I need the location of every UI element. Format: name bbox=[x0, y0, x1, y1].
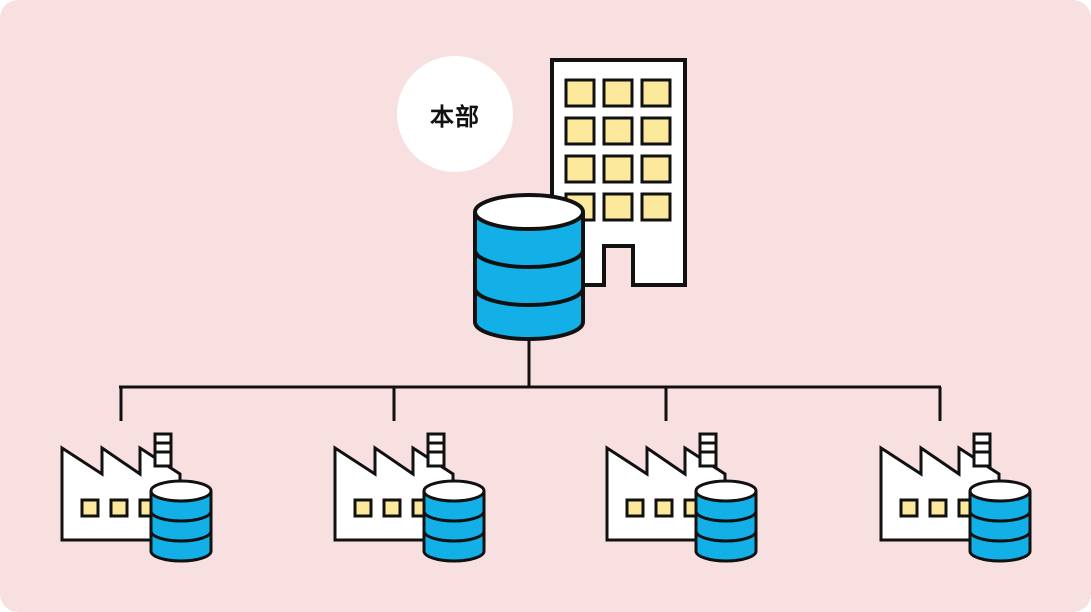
factory-database-icon-2 bbox=[333, 432, 486, 563]
hq-building bbox=[550, 58, 687, 287]
factory-database-icon-1 bbox=[60, 432, 213, 563]
hq-label: 本部 bbox=[430, 102, 480, 131]
factory-database-icon-3 bbox=[605, 432, 758, 563]
hq-badge: 本部 bbox=[397, 56, 513, 172]
network-lines bbox=[119, 339, 942, 421]
hq-database-icon bbox=[473, 193, 585, 341]
factory-database-icon-4 bbox=[879, 432, 1032, 563]
